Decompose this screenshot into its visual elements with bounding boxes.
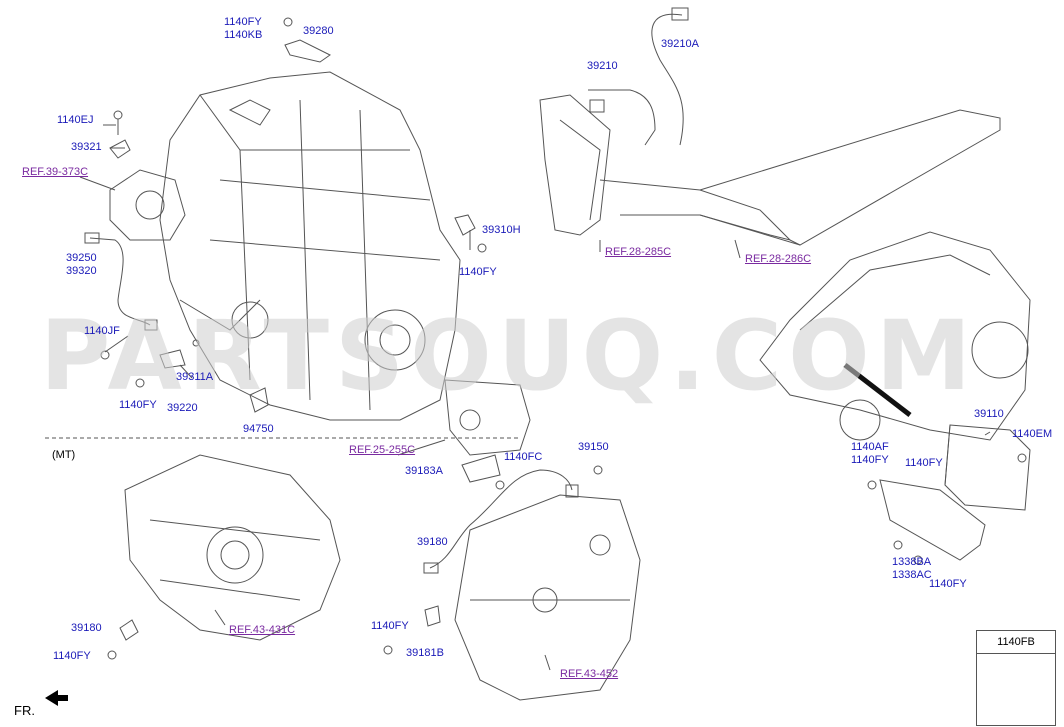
part-label-1140jf[interactable]: 1140JF	[84, 325, 120, 337]
sensor-39310h-drawing	[454, 214, 476, 236]
reference-ref-39-373c[interactable]: REF.39-373C	[22, 166, 89, 178]
part-label-1140fy-a[interactable]: 1140FY	[459, 266, 497, 278]
part-label-39180-b[interactable]: 39180	[71, 622, 102, 634]
part-label-39321[interactable]: 39321	[71, 141, 102, 153]
part-label-39250-39320[interactable]: 39250 39320	[66, 252, 97, 277]
bracket-39280-drawing	[284, 39, 331, 63]
part-label-39181b[interactable]: 39181B	[406, 647, 444, 659]
part-label-1140fy-c[interactable]: 39150	[578, 441, 609, 453]
part-label-39110[interactable]: 39110	[974, 408, 1004, 420]
part-label-39150[interactable]: 1140FY	[905, 457, 943, 469]
reference-ref-28-285c[interactable]: REF.28-285C	[605, 246, 672, 258]
part-label-39280[interactable]: 39280	[303, 25, 334, 37]
legend-box-title: 1140FB	[977, 631, 1055, 654]
catalytic-converter-drawing	[539, 94, 1001, 246]
part-label-39210a[interactable]: 39210A	[661, 38, 699, 50]
part-label-39183a[interactable]: 39183A	[405, 465, 443, 477]
part-label-1140fy-1140kb[interactable]: 1140FY 1140KB	[224, 16, 263, 41]
part-label-39210[interactable]: 39210	[587, 60, 618, 72]
part-label-1140fy-d[interactable]: 1140FY	[929, 578, 967, 590]
sensor-39180-wire	[429, 469, 573, 569]
part-label-1140em[interactable]: 1140EM	[1012, 428, 1053, 440]
part-label-1140ej[interactable]: 1140EJ	[57, 114, 94, 126]
oxygen-sensor-39210-wire	[588, 89, 656, 146]
ecu-bracket-39150-drawing	[879, 479, 986, 561]
transmission-housing-left-drawing	[124, 454, 341, 641]
part-label-1140fy-f[interactable]: 1140FY	[371, 620, 409, 632]
part-label-1140fy-b[interactable]: 1140FY	[119, 399, 157, 411]
part-label-1140fc[interactable]: 1140FC	[504, 451, 543, 463]
transmission-housing-right-drawing	[454, 494, 641, 701]
knock-sensor-94750-drawing	[249, 387, 269, 413]
front-direction-arrow-icon	[45, 690, 68, 706]
part-label-1140af-1140fy[interactable]: 1140AF 1140FY	[851, 441, 889, 466]
reference-ref-43-431c[interactable]: REF.43-431C	[229, 624, 296, 636]
reference-ref-25-255c[interactable]: REF.25-255C	[349, 444, 416, 456]
part-label-39310h[interactable]: 39310H	[482, 224, 521, 236]
part-label-39220[interactable]: 39220	[167, 402, 198, 414]
reference-ref-43-452[interactable]: REF.43-452	[560, 668, 619, 680]
section-label-mt: (MT)	[52, 449, 76, 461]
oxygen-sensor-39210a-wire	[651, 13, 684, 146]
camshaft-sensor-wire	[89, 237, 151, 326]
part-label-39311a[interactable]: 39311A	[176, 371, 214, 383]
sensor-connector	[84, 232, 100, 244]
front-direction-label: FR.	[14, 703, 35, 718]
component-ref-25-255c-drawing	[444, 379, 531, 456]
bracket-39183a-drawing	[461, 454, 501, 483]
engine-block-drawing	[159, 71, 461, 421]
part-label-1140fy-e[interactable]: 1140FY	[53, 650, 91, 662]
legend-box-1140fb[interactable]: 1140FB	[976, 630, 1056, 726]
part-label-1338ba-1338ac[interactable]: 1338BA 1338AC	[892, 556, 932, 581]
part-label-39180-a[interactable]: 39180	[417, 536, 448, 548]
vehicle-drawing	[759, 231, 1031, 441]
ecu-39110-drawing	[944, 424, 1031, 511]
reference-ref-28-286c[interactable]: REF.28-286C	[745, 253, 812, 265]
fuel-pump-drawing	[109, 169, 186, 241]
part-label-94750[interactable]: 94750	[243, 423, 274, 435]
